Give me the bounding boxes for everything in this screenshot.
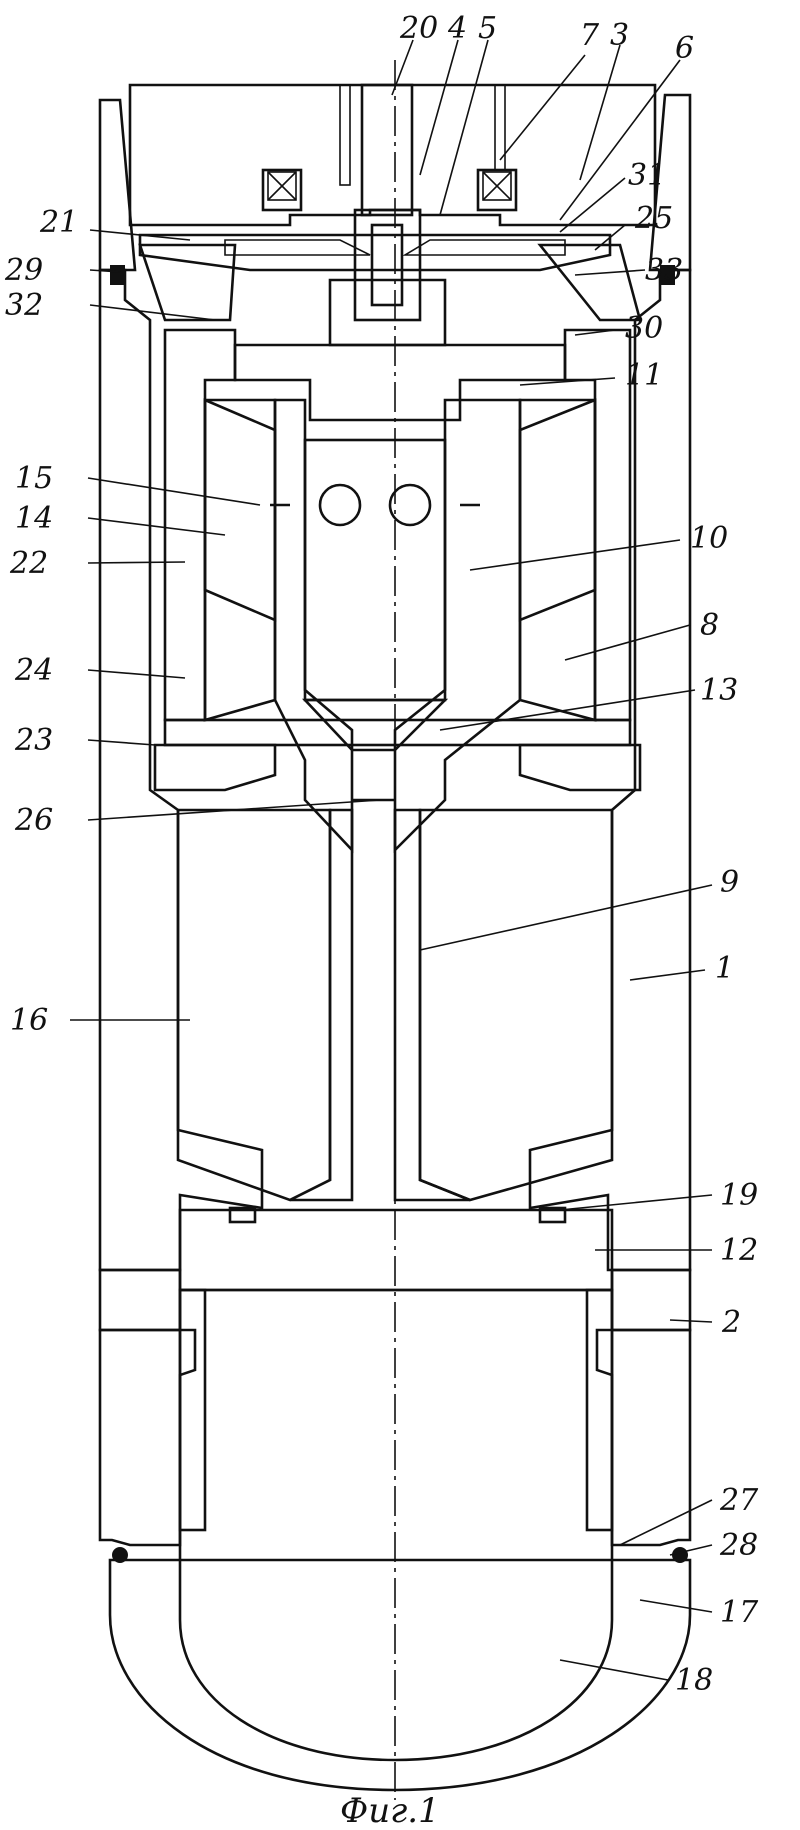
label-30: 30 [625, 311, 663, 346]
valve-assembly [110, 210, 675, 345]
label-22: 22 [9, 546, 48, 581]
label-11: 11 [625, 358, 663, 393]
bottom-dome [110, 1290, 690, 1790]
label-4: 4 [447, 11, 467, 46]
label-33: 33 [645, 253, 683, 288]
label-13: 13 [700, 673, 738, 708]
label-3: 3 [610, 18, 629, 53]
figure-caption: Фиг.1 [340, 1791, 440, 1830]
label-8: 8 [700, 608, 719, 643]
label-12: 12 [720, 1233, 758, 1268]
label-14: 14 [15, 501, 53, 536]
label-15: 15 [15, 461, 53, 496]
label-24: 24 [14, 653, 53, 688]
label-21: 21 [39, 205, 78, 240]
label-23: 23 [14, 723, 53, 758]
label-16: 16 [10, 1003, 48, 1038]
label-27: 27 [719, 1483, 759, 1518]
label-1: 1 [715, 951, 734, 986]
label-28: 28 [719, 1528, 758, 1563]
label-10: 10 [690, 521, 728, 556]
label-32: 32 [5, 288, 43, 323]
label-18: 18 [675, 1663, 713, 1698]
leader-lines [70, 40, 712, 1680]
label-17: 17 [720, 1595, 759, 1630]
label-19: 19 [720, 1178, 758, 1213]
label-5: 5 [478, 11, 497, 46]
inner-cylinder [155, 330, 640, 790]
label-31: 31 [628, 158, 666, 193]
label-25: 25 [634, 201, 673, 236]
part-labels: 20 4 5 7 3 6 31 25 33 21 29 32 30 11 15 … [4, 11, 759, 1698]
label-6: 6 [675, 31, 694, 66]
label-9: 9 [720, 865, 739, 900]
label-26: 26 [14, 803, 53, 838]
label-7: 7 [580, 18, 600, 53]
label-29: 29 [4, 253, 43, 288]
label-2: 2 [721, 1305, 741, 1340]
label-20: 20 [399, 11, 438, 46]
top-cap [130, 85, 655, 225]
